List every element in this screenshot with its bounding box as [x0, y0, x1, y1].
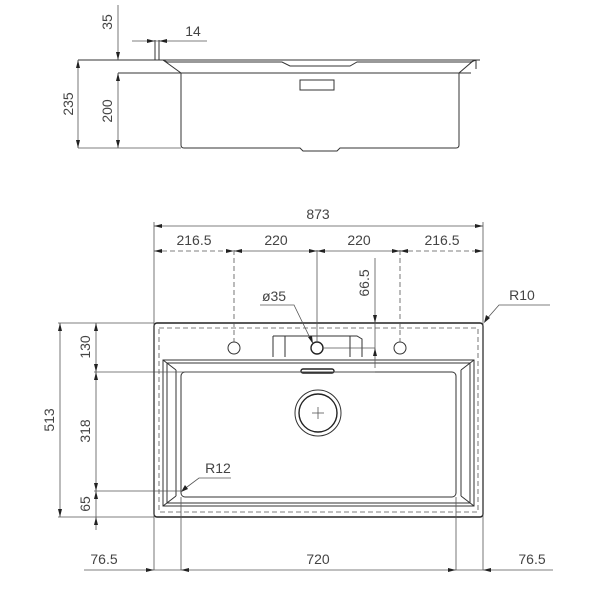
- dim-label-720: 720: [306, 551, 330, 567]
- leader-r12: [182, 477, 231, 491]
- dim-label-r12: R12: [205, 460, 231, 476]
- dim-label-318: 318: [77, 419, 93, 443]
- dim-label-130: 130: [77, 335, 93, 359]
- flange-inner-edge: [162, 59, 477, 67]
- dim-label-35: 35: [99, 14, 115, 30]
- overflow: [300, 368, 335, 374]
- dim-label-235: 235: [60, 92, 76, 116]
- cutout-dashed: [158, 327, 479, 513]
- tap-hole-left: [227, 341, 241, 355]
- bowl-bevel-outer: [162, 359, 475, 507]
- dim-label-r10: R10: [509, 287, 535, 303]
- dim-label-d35: ø35: [262, 288, 286, 304]
- dim-label-65: 65: [77, 496, 93, 512]
- dim-label-66-5: 66.5: [356, 269, 372, 296]
- drain-inner: [298, 393, 338, 433]
- tap-hole-center: [310, 341, 324, 355]
- dim-label-220-right: 220: [347, 232, 371, 248]
- dim-label-216-5-right: 216.5: [424, 232, 459, 248]
- sink-profile: [153, 59, 477, 152]
- sink-outline: [153, 322, 484, 518]
- leader-d35: [260, 304, 313, 343]
- dim-label-216-5-left: 216.5: [176, 232, 211, 248]
- dim-label-200: 200: [99, 99, 115, 123]
- leader-r10: [484, 304, 550, 322]
- tap-deck: [272, 335, 363, 357]
- dim-label-513: 513: [41, 408, 57, 432]
- tap-hole-right: [393, 341, 407, 355]
- drain-outer: [294, 389, 342, 437]
- dim-label-76-5-left: 76.5: [90, 551, 117, 567]
- top-view: 873 216.5 220 220 216.5 ø35 66.5 R10: [41, 206, 553, 572]
- bowl-bevel-mid: [166, 362, 471, 504]
- dim-label-873: 873: [306, 206, 330, 222]
- dim-label-14: 14: [185, 23, 201, 39]
- side-view: 35 14 235 200: [60, 5, 480, 152]
- dim-label-76-5-right: 76.5: [518, 551, 545, 567]
- overflow-slot: [299, 79, 335, 91]
- dim-label-220-left: 220: [264, 232, 288, 248]
